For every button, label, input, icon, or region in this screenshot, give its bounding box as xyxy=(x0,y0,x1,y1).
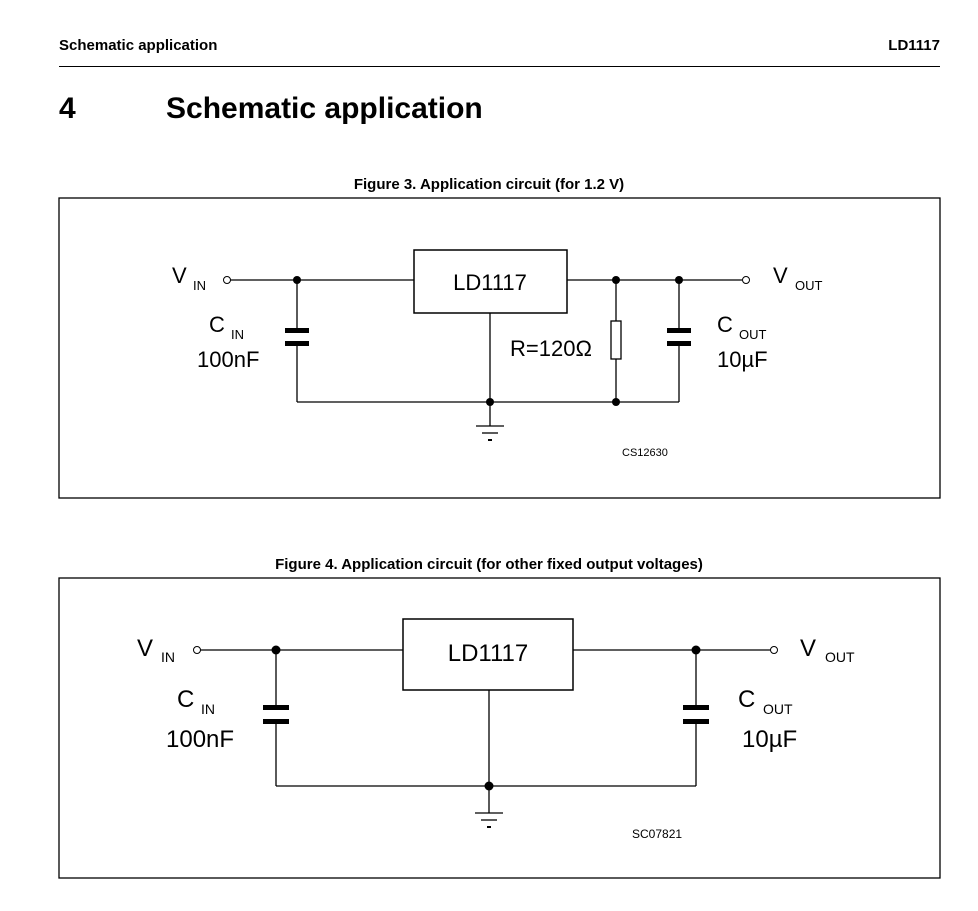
figure3-junction-dot xyxy=(675,276,683,284)
figure4-cout-plate-bottom xyxy=(683,719,709,724)
figure3-cout-plate-bottom xyxy=(667,341,691,346)
figure3-cout-sub: OUT xyxy=(739,327,767,342)
figure3-vout-terminal xyxy=(742,276,750,284)
figure4-regulator-label: LD1117 xyxy=(448,640,529,667)
figure3-code: CS12630 xyxy=(622,447,668,459)
figure3-cin-label: C xyxy=(209,312,225,337)
figure3-circuit xyxy=(58,197,941,499)
figure4-parts: LD1117 V IN V OUT C IN 100nF C OUT 10µF … xyxy=(137,635,855,841)
figure4-vin-sub: IN xyxy=(161,649,175,665)
running-header-part: LD1117 xyxy=(888,37,940,54)
figure4-vout-label: V xyxy=(800,635,816,662)
figure4-vin-terminal xyxy=(193,646,201,654)
figure4-regulator-box xyxy=(402,618,574,691)
figure4-junction-dot xyxy=(271,645,281,655)
figure3-cout-plate-top xyxy=(667,328,691,333)
figure3-cout-label: C xyxy=(717,312,733,337)
figure4-frame xyxy=(58,577,941,879)
figure4-cout-sub: OUT xyxy=(763,701,793,717)
figure3-caption: Figure 3. Application circuit (for 1.2 V… xyxy=(353,176,625,193)
figure3-vout-label: V xyxy=(773,263,788,288)
figure3-junction-dot xyxy=(612,276,620,284)
section-number: 4 xyxy=(59,92,76,125)
running-header-title: Schematic application xyxy=(59,37,218,54)
figure3-cin-value: 100nF xyxy=(197,347,259,372)
figure3-cin-plate-bottom xyxy=(285,341,309,346)
figure4-cin-plate-bottom xyxy=(263,719,289,724)
figure3-parts: LD1117 V IN V OUT C IN 100nF C OUT 10µF … xyxy=(172,263,823,459)
figure3-vin-sub: IN xyxy=(193,278,206,293)
figure3-vin-terminal xyxy=(223,276,231,284)
figure4-cin-sub: IN xyxy=(201,701,215,717)
figure4-vin-label: V xyxy=(137,635,153,662)
figure3-vout-sub: OUT xyxy=(795,278,823,293)
figure4-junction-dot xyxy=(484,781,494,791)
header-rule xyxy=(59,66,940,67)
figure3-resistor-label: R=120Ω xyxy=(510,336,592,361)
figure4-cin-label: C xyxy=(177,686,194,713)
figure3-cin-plate-top xyxy=(285,328,309,333)
figure3-regulator-label: LD1117 xyxy=(453,270,527,295)
figure3-resistor xyxy=(610,320,622,360)
figure3-frame xyxy=(58,197,941,499)
figure4-vout-sub: OUT xyxy=(825,649,855,665)
section-title: Schematic application xyxy=(166,92,483,125)
figure4-cin-plate-top xyxy=(263,705,289,710)
figure3-junction-dot xyxy=(612,398,620,406)
figure4-cout-label: C xyxy=(738,686,755,713)
figure4-cout-plate-top xyxy=(683,705,709,710)
figure4-junction-dot xyxy=(691,645,701,655)
figure3-vin-label: V xyxy=(172,263,187,288)
figure4-cout-value: 10µF xyxy=(742,726,797,753)
figure3-cin-sub: IN xyxy=(231,327,244,342)
figure4-code: SC07821 xyxy=(632,827,682,841)
figure3-junction-dot xyxy=(293,276,301,284)
figure4-vout-terminal xyxy=(770,646,778,654)
figure3-junction-dot xyxy=(486,398,494,406)
figure4-caption: Figure 4. Application circuit (for other… xyxy=(275,556,703,573)
figure4-cin-value: 100nF xyxy=(166,726,234,753)
figure3-cout-value: 10µF xyxy=(717,347,768,372)
